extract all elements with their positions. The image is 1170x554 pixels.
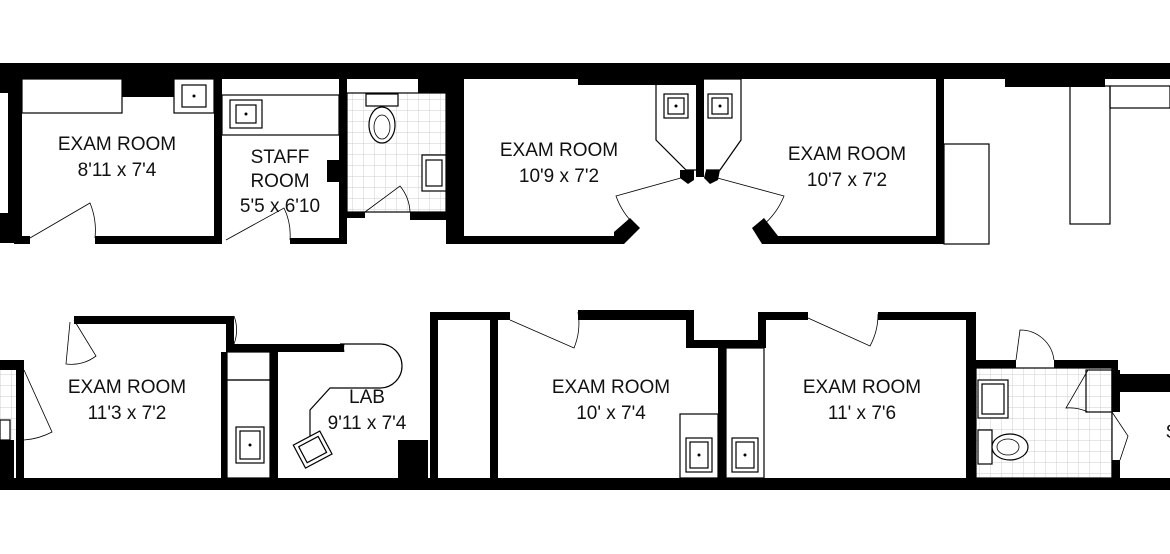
bottom-wing-walls [0, 310, 1170, 490]
edge-fragment-label: S [1166, 422, 1170, 443]
room-name: EXAM ROOM [803, 377, 921, 398]
room-size: 8'11 x 7'4 [78, 160, 157, 181]
room-label-exam-f: EXAM ROOM 11' x 7'6 [803, 377, 921, 424]
room-label-exam-e: EXAM ROOM 10' x 7'4 [552, 377, 670, 424]
room-name: EXAM ROOM [500, 140, 618, 161]
top-fixtures [21, 78, 1170, 245]
room-name-line1: STAFF [251, 147, 310, 168]
room-label-exam-a: EXAM ROOM 8'11 x 7'4 [58, 134, 176, 181]
room-size: 5'5 x 6'10 [240, 196, 320, 217]
room-name-line2: ROOM [250, 171, 309, 192]
room-name: EXAM ROOM [788, 144, 906, 165]
room-label-staff: STAFF ROOM 5'5 x 6'10 [240, 147, 320, 217]
room-size: 10'9 x 7'2 [519, 166, 599, 187]
room-label-exam-c: EXAM ROOM 10'7 x 7'2 [788, 144, 906, 191]
room-label-exam-d: EXAM ROOM 11'3 x 7'2 [68, 377, 186, 424]
room-label-lab: LAB 9'11 x 7'4 [328, 387, 407, 434]
room-name: EXAM ROOM [58, 134, 176, 155]
room-label-exam-b: EXAM ROOM 10'9 x 7'2 [500, 140, 618, 187]
room-size: 11'3 x 7'2 [88, 403, 167, 424]
room-name: LAB [349, 387, 385, 408]
room-size: 10'7 x 7'2 [807, 170, 887, 191]
room-name: EXAM ROOM [552, 377, 670, 398]
bottom-fixtures [0, 311, 1129, 479]
room-name: EXAM ROOM [68, 377, 186, 398]
room-size: 11' x 7'6 [828, 403, 896, 424]
room-size: 10' x 7'4 [576, 403, 646, 424]
room-size: 9'11 x 7'4 [328, 413, 407, 434]
